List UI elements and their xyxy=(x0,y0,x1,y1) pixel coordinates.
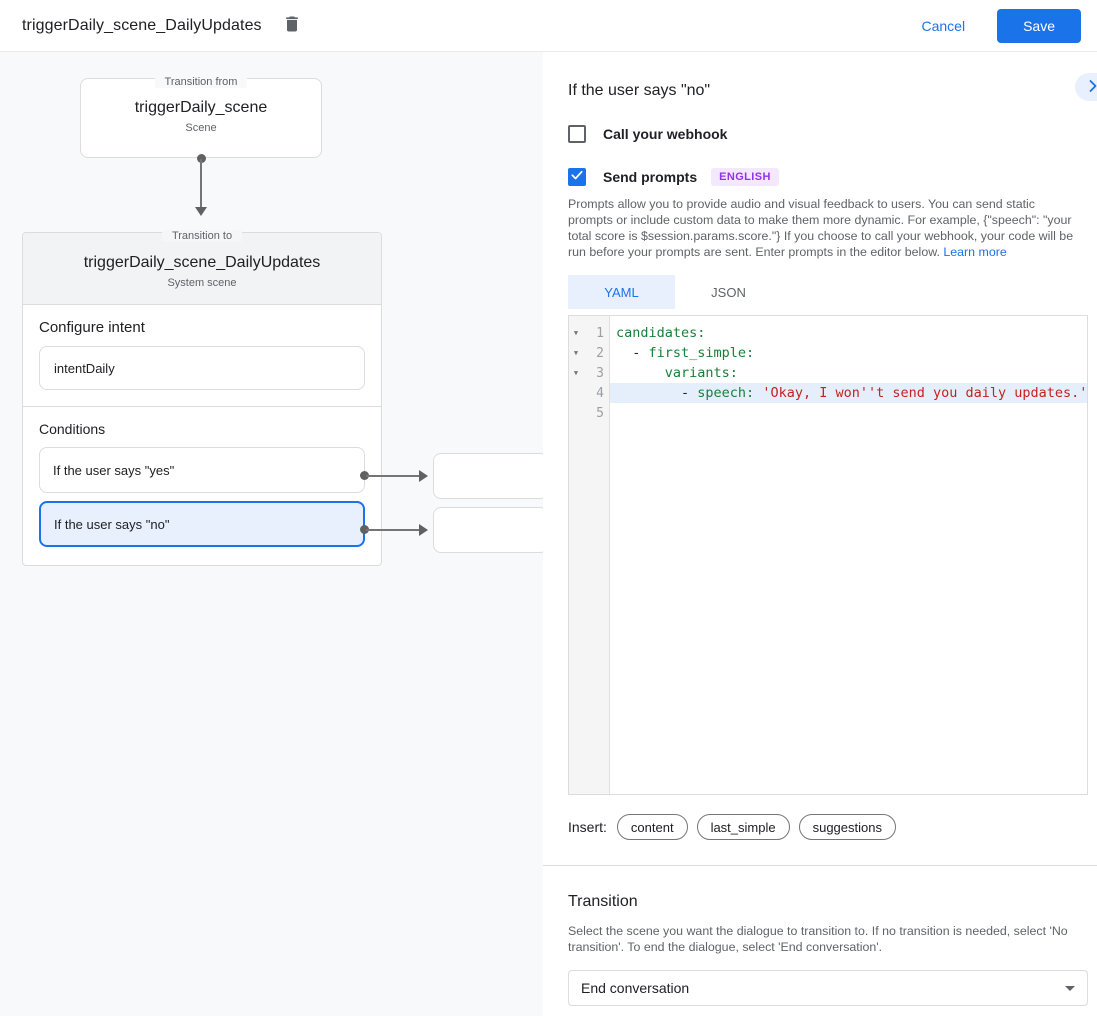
code-token-key: candidates: xyxy=(616,325,706,341)
dropdown-caret-icon xyxy=(1065,985,1076,991)
code-token-key: variants: xyxy=(664,365,738,381)
code-line[interactable]: - speech: 'Okay, I won''t send you daily… xyxy=(610,383,1088,403)
condition-target-node[interactable] xyxy=(433,453,543,499)
transition-from-node[interactable]: Transition from triggerDaily_scene Scene xyxy=(80,76,322,158)
webhook-checkbox-row[interactable]: Call your webhook xyxy=(568,125,1088,143)
delete-scene-button[interactable] xyxy=(280,14,304,38)
connector-line xyxy=(366,529,419,531)
prompt-section: If the user says "no" Call your webhook xyxy=(543,52,1097,866)
line-number: 2 xyxy=(596,345,604,361)
code-line[interactable] xyxy=(610,403,1087,423)
condition-target-node[interactable] xyxy=(433,507,543,553)
from-scene-type: Scene xyxy=(185,122,217,134)
connector-line xyxy=(200,159,202,207)
chevron-right-icon xyxy=(1083,76,1097,99)
line-number: 3 xyxy=(596,365,604,381)
to-scene-header[interactable]: triggerDaily_scene_DailyUpdates System s… xyxy=(23,233,381,305)
code-token-key: first_simple: xyxy=(648,345,755,361)
gutter-row: 5 xyxy=(569,403,609,423)
transition-description: Select the scene you want the dialogue t… xyxy=(568,924,1068,954)
gutter-row: ▼2 xyxy=(569,343,609,363)
code-line[interactable]: candidates: xyxy=(610,323,1087,343)
insert-row: Insert: content last_simple suggestions xyxy=(568,814,1088,840)
fold-arrow-icon[interactable]: ▼ xyxy=(573,349,579,357)
transition-to-node: Transition to triggerDaily_scene_DailyUp… xyxy=(22,230,382,566)
to-scene-name: triggerDaily_scene_DailyUpdates xyxy=(83,254,321,271)
condition-label: If the user says "yes" xyxy=(53,462,175,478)
scene-flow-canvas: Transition from triggerDaily_scene Scene… xyxy=(0,52,543,1016)
condition-label: If the user says "no" xyxy=(54,516,170,532)
transition-select[interactable]: End conversation xyxy=(568,970,1089,1006)
transition-title: Transition xyxy=(568,893,638,910)
code-line[interactable]: - first_simple: xyxy=(610,343,1087,363)
collapse-panel-button[interactable] xyxy=(1075,73,1097,101)
connector-dot xyxy=(360,525,369,534)
insert-chip-suggestions[interactable]: suggestions xyxy=(798,814,896,840)
intent-field[interactable]: intentDaily xyxy=(39,346,365,390)
line-number: 1 xyxy=(596,325,604,341)
insert-label: Insert: xyxy=(568,819,607,835)
condition-item-no[interactable]: If the user says "no" xyxy=(39,501,365,547)
cancel-button[interactable]: Cancel xyxy=(921,17,966,34)
code-token-plain xyxy=(616,365,665,381)
transition-select-value: End conversation xyxy=(581,980,690,996)
arrow-right-icon xyxy=(419,524,428,536)
arrow-down-icon xyxy=(195,207,207,216)
to-scene-type: System scene xyxy=(167,277,237,289)
arrow-right-icon xyxy=(419,470,428,482)
connector-dot xyxy=(360,471,369,480)
trash-icon xyxy=(282,14,302,37)
from-scene-name: triggerDaily_scene xyxy=(134,99,268,116)
send-prompts-checkbox[interactable] xyxy=(568,168,586,186)
tab-yaml[interactable]: YAML xyxy=(568,275,675,309)
code-token-str: 'Okay, I won''t send you daily updates.' xyxy=(762,385,1088,401)
prompts-description: Prompts allow you to provide audio and v… xyxy=(568,196,1080,260)
page-title: triggerDaily_scene_DailyUpdates xyxy=(22,16,262,34)
configure-intent-label: Configure intent xyxy=(39,319,145,336)
connector-dot xyxy=(197,154,206,163)
send-prompts-checkbox-row[interactable]: Send prompts ENGLISH xyxy=(568,168,1088,186)
conditions-label: Conditions xyxy=(39,421,106,437)
editor-format-tabs: YAML JSON xyxy=(568,275,1088,309)
learn-more-link[interactable]: Learn more xyxy=(943,245,1007,259)
save-button[interactable]: Save xyxy=(997,8,1081,43)
fold-arrow-icon[interactable]: ▼ xyxy=(573,369,579,377)
fold-arrow-icon[interactable]: ▼ xyxy=(573,329,579,337)
webhook-label: Call your webhook xyxy=(603,126,728,142)
gutter-row: 4 xyxy=(569,383,609,403)
language-badge: ENGLISH xyxy=(711,168,779,186)
checkmark-icon xyxy=(570,168,584,187)
header: triggerDaily_scene_DailyUpdates Cancel S… xyxy=(0,0,1097,52)
connector-line xyxy=(366,475,419,477)
code-token-key: speech: xyxy=(697,385,755,401)
send-prompts-label: Send prompts xyxy=(603,169,698,185)
gutter-row: ▼3 xyxy=(569,363,609,383)
condition-title: If the user says "no" xyxy=(568,82,711,99)
divider xyxy=(23,406,381,407)
line-number: 4 xyxy=(596,385,604,401)
insert-chip-content[interactable]: content xyxy=(616,814,688,840)
code-line[interactable]: variants: xyxy=(610,363,1087,383)
condition-item-yes[interactable]: If the user says "yes" xyxy=(39,447,365,493)
line-number: 5 xyxy=(596,405,604,421)
condition-details-panel: If the user says "no" Call your webhook xyxy=(543,52,1097,1016)
tab-json[interactable]: JSON xyxy=(711,284,746,300)
webhook-checkbox[interactable] xyxy=(568,125,586,143)
intent-value: intentDaily xyxy=(54,360,115,376)
code-token-plain: - xyxy=(616,345,649,361)
prompts-description-text: Prompts allow you to provide audio and v… xyxy=(568,197,1074,259)
insert-chip-last-simple[interactable]: last_simple xyxy=(696,814,790,840)
transition-section: Transition Select the scene you want the… xyxy=(543,866,1097,1006)
editor-code-area[interactable]: candidates: - first_simple: variants: - … xyxy=(610,316,1088,794)
transition-from-legend: Transition from xyxy=(81,72,321,90)
gutter-row: ▼1 xyxy=(569,323,609,343)
code-token-plain: - xyxy=(616,385,698,401)
